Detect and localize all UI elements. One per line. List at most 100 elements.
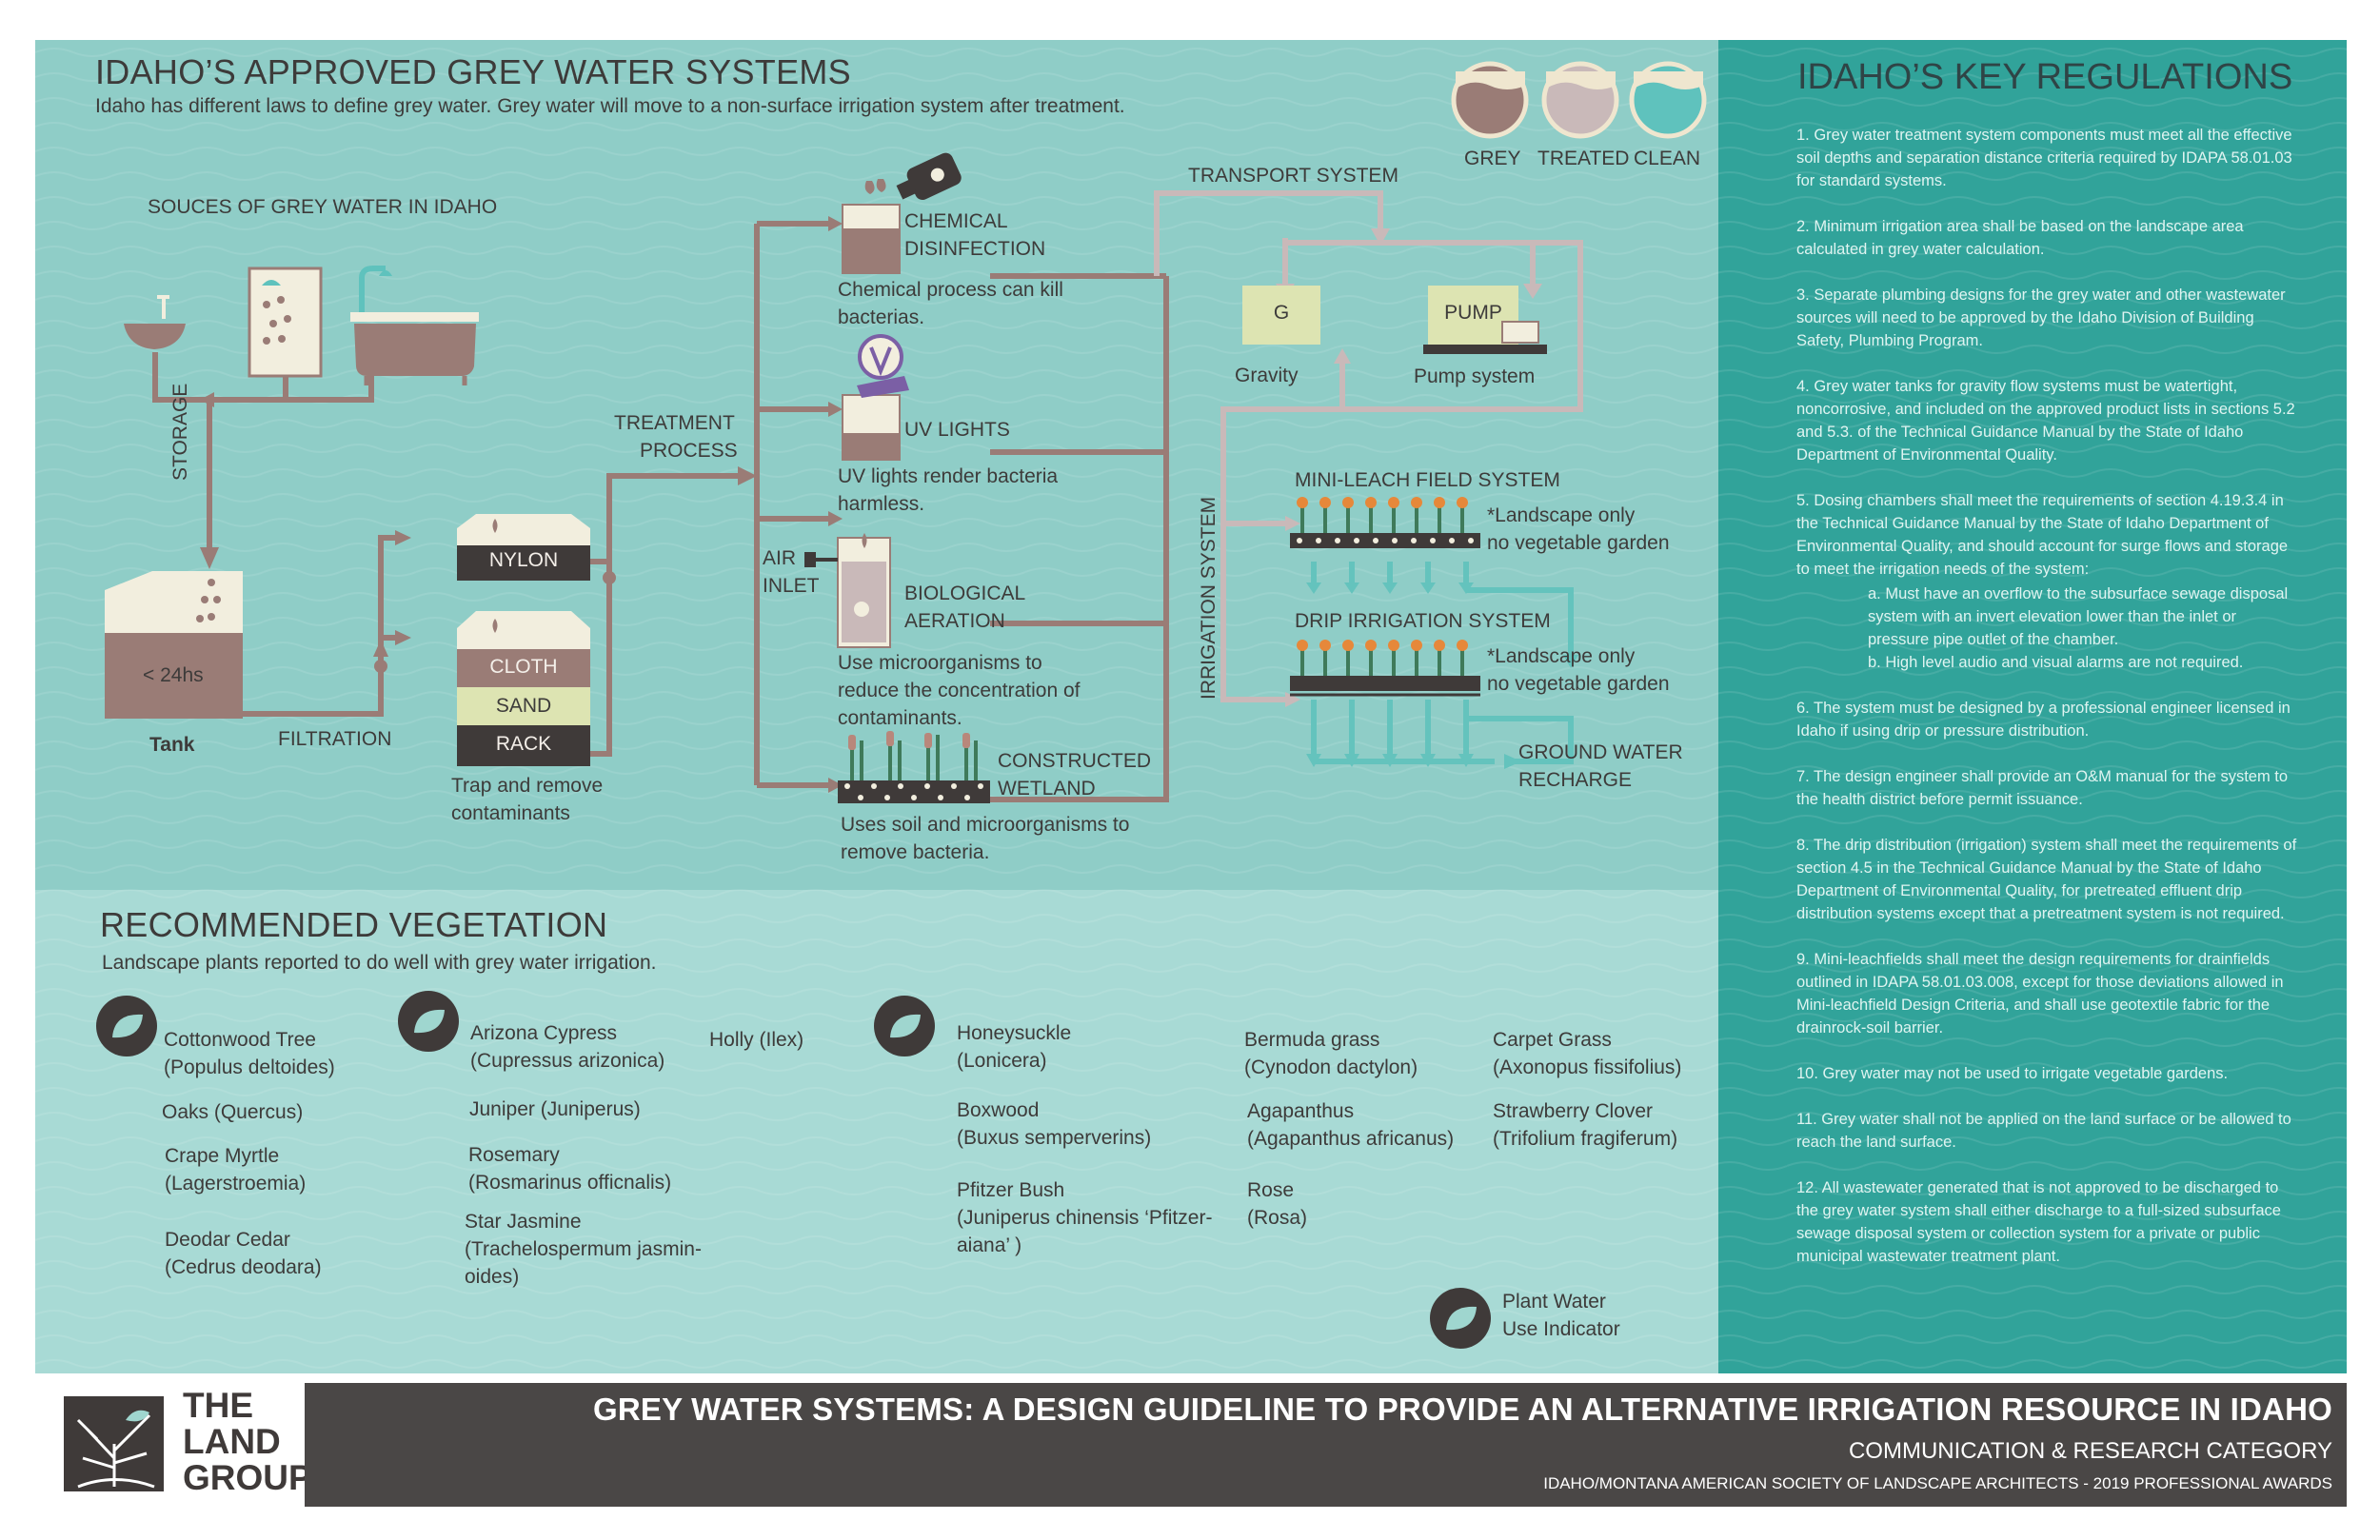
plant-item: Bermuda grass (Cynodon dactylon) [1244, 1029, 1418, 1078]
regulation-item: 2. Minimum irrigation area shall be base… [1796, 218, 2244, 258]
chemical-tank [842, 152, 962, 274]
regulation-item: 1. Grey water treatment system component… [1796, 127, 2292, 189]
wetland-title: CONSTRUCTED WETLAND [998, 750, 1151, 800]
gravity-box [1242, 286, 1320, 345]
cloth-label: CLOTH [489, 656, 558, 678]
treatment-label-1: TREATMENT [614, 412, 735, 434]
plant-item: Rose (Rosa) [1247, 1179, 1308, 1229]
nylon-label: NYLON [488, 549, 559, 571]
filtration-label: FILTRATION [278, 728, 392, 750]
regulation-item: 10. Grey water may not be used to irriga… [1796, 1065, 2229, 1082]
regulation-subitem: b. High level audio and visual alarms ar… [1868, 654, 2244, 671]
legend-treated-label: TREATED [1537, 148, 1630, 169]
wave-texture [35, 40, 2347, 1373]
regulations-list: 1. Grey water treatment system component… [1796, 124, 2301, 1268]
bathtub-icon [350, 266, 479, 385]
flow-diagram [105, 152, 1583, 803]
chemical-bottle-icon [896, 152, 962, 200]
regulation-item: 12. All wastewater generated that is not… [1796, 1179, 2281, 1265]
plant-item: Holly (Ilex) [709, 1029, 804, 1051]
plant-item: Arizona Cypress (Cupressus arizonica) [470, 1022, 665, 1072]
treated-pipes [1154, 190, 1583, 702]
grey-arrowheads [200, 216, 843, 793]
regulation-item: 11. Grey water shall not be applied on t… [1796, 1111, 2291, 1151]
plant-item: Star Jasmine (Trachelospermum jasmin- oi… [465, 1211, 702, 1288]
regulation-item: 5. Dosing chambers shall meet the requir… [1796, 492, 2289, 578]
uv-lamp-icon [857, 334, 909, 398]
sink-icon [124, 295, 186, 349]
leaf-icon [96, 996, 157, 1056]
groundwater-label: GROUND WATER RECHARGE [1518, 741, 1683, 791]
rack-label: RACK [495, 733, 552, 755]
leaf-indicators [96, 991, 1491, 1349]
logo-line: GROUP [183, 1458, 312, 1497]
footer-category: COMMUNICATION & RESEARCH CATEGORY [1848, 1438, 2332, 1464]
legend-grey-circle [1451, 61, 1529, 139]
legend-clean-circle [1629, 61, 1707, 139]
gravity-box-label: G [1273, 302, 1290, 324]
pump-label: Pump system [1414, 365, 1536, 387]
sand-label: SAND [495, 695, 552, 717]
uv-tank [842, 334, 909, 461]
logo-line: THE [183, 1386, 253, 1425]
chemical-title: CHEMICAL DISINFECTION [904, 210, 1046, 260]
regulation-subitem: a. Must have an overflow to the subsurfa… [1868, 585, 2289, 648]
transport-label: TRANSPORT SYSTEM [1188, 165, 1398, 187]
clean-arrowheads [1306, 582, 1578, 769]
aeration-tank [804, 533, 891, 648]
wetland-bed [838, 731, 990, 803]
pump-box [1423, 286, 1547, 354]
storage-tank [105, 571, 243, 719]
tank-label: Tank [149, 734, 195, 756]
plant-item: Boxwood (Buxus semperverins) [957, 1099, 1152, 1149]
plant-item: Deodar Cedar (Cedrus deodara) [165, 1229, 322, 1278]
shower-icon [248, 267, 323, 378]
mini-leach-bed [1290, 497, 1480, 548]
footer-award: IDAHO/MONTANA AMERICAN SOCIETY OF LANDSC… [1543, 1474, 2332, 1492]
plant-item: Rosemary (Rosmarinus officnalis) [468, 1144, 672, 1194]
drip-title: DRIP IRRIGATION SYSTEM [1295, 610, 1551, 632]
footer-title: GREY WATER SYSTEMS: A DESIGN GUIDELINE T… [592, 1392, 2332, 1427]
leaf-icon [874, 996, 935, 1056]
drip-note: *Landscape only no vegetable garden [1487, 645, 1670, 695]
regulation-item: 9. Mini-leachfields shall meet the desig… [1796, 951, 2284, 1037]
regulation-item: 6. The system must be designed by a prof… [1796, 700, 2291, 740]
wetland-caption: Uses soil and microorganisms to remove b… [841, 814, 1130, 863]
regulations-title: IDAHO’S KEY REGULATIONS [1797, 57, 2293, 97]
regulation-item: 4. Grey water tanks for gravity flow sys… [1796, 378, 2295, 464]
minileach-note: *Landscape only no vegetable garden [1487, 504, 1670, 554]
vegetation-title: RECOMMENDED VEGETATION [100, 905, 608, 944]
logo-line: LAND [183, 1422, 281, 1461]
plant-item: Pfitzer Bush (Juniperus chinensis ‘Pfitz… [957, 1179, 1213, 1256]
plant-item: Honeysuckle (Lonicera) [957, 1022, 1072, 1072]
page-title: IDAHO’S APPROVED GREY WATER SYSTEMS [95, 52, 851, 91]
uv-title: UV LIGHTS [904, 419, 1010, 441]
filter-caption: Trap and remove contaminants [451, 775, 604, 824]
bio-title: BIOLOGICAL AERATION [904, 582, 1026, 632]
pump-box-label: PUMP [1444, 302, 1502, 324]
layered-filter [457, 611, 590, 766]
regulation-item: 7. The design engineer shall provide an … [1796, 768, 2289, 808]
footer-band [305, 1383, 2347, 1507]
tank-value: < 24hs [143, 664, 204, 686]
plant-item: Carpet Grass (Axonopus fissifolius) [1493, 1029, 1682, 1078]
leaf-icon [1430, 1288, 1491, 1349]
chemical-caption: Chemical process can kill bacterias. [838, 279, 1063, 328]
treatment-label-2: PROCESS [640, 440, 738, 462]
plant-item: Agapanthus (Agapanthus africanus) [1247, 1100, 1455, 1150]
plant-item: Cottonwood Tree (Populus deltoides) [164, 1029, 335, 1078]
gravity-label: Gravity [1235, 365, 1299, 386]
bio-caption: Use microorganisms to reduce the concent… [838, 652, 1081, 729]
plant-item: Strawberry Clover (Trifolium fragiferum) [1493, 1100, 1678, 1150]
legend-treated-circle [1541, 61, 1619, 139]
regulation-item: 8. The drip distribution (irrigation) sy… [1796, 837, 2297, 922]
indicator-label: Plant Water Use Indicator [1502, 1291, 1620, 1340]
grey-pipes [152, 221, 1169, 802]
air-inlet-label: AIR INLET [763, 547, 820, 597]
drip-bed [1290, 640, 1480, 697]
minileach-title: MINI-LEACH FIELD SYSTEM [1295, 469, 1560, 491]
sources-heading: SOUCES OF GREY WATER IN IDAHO [148, 196, 498, 218]
page-subtitle: Idaho has different laws to define grey … [95, 95, 1125, 117]
water-legend [1451, 61, 1707, 139]
tree-logo-icon [64, 1396, 164, 1491]
